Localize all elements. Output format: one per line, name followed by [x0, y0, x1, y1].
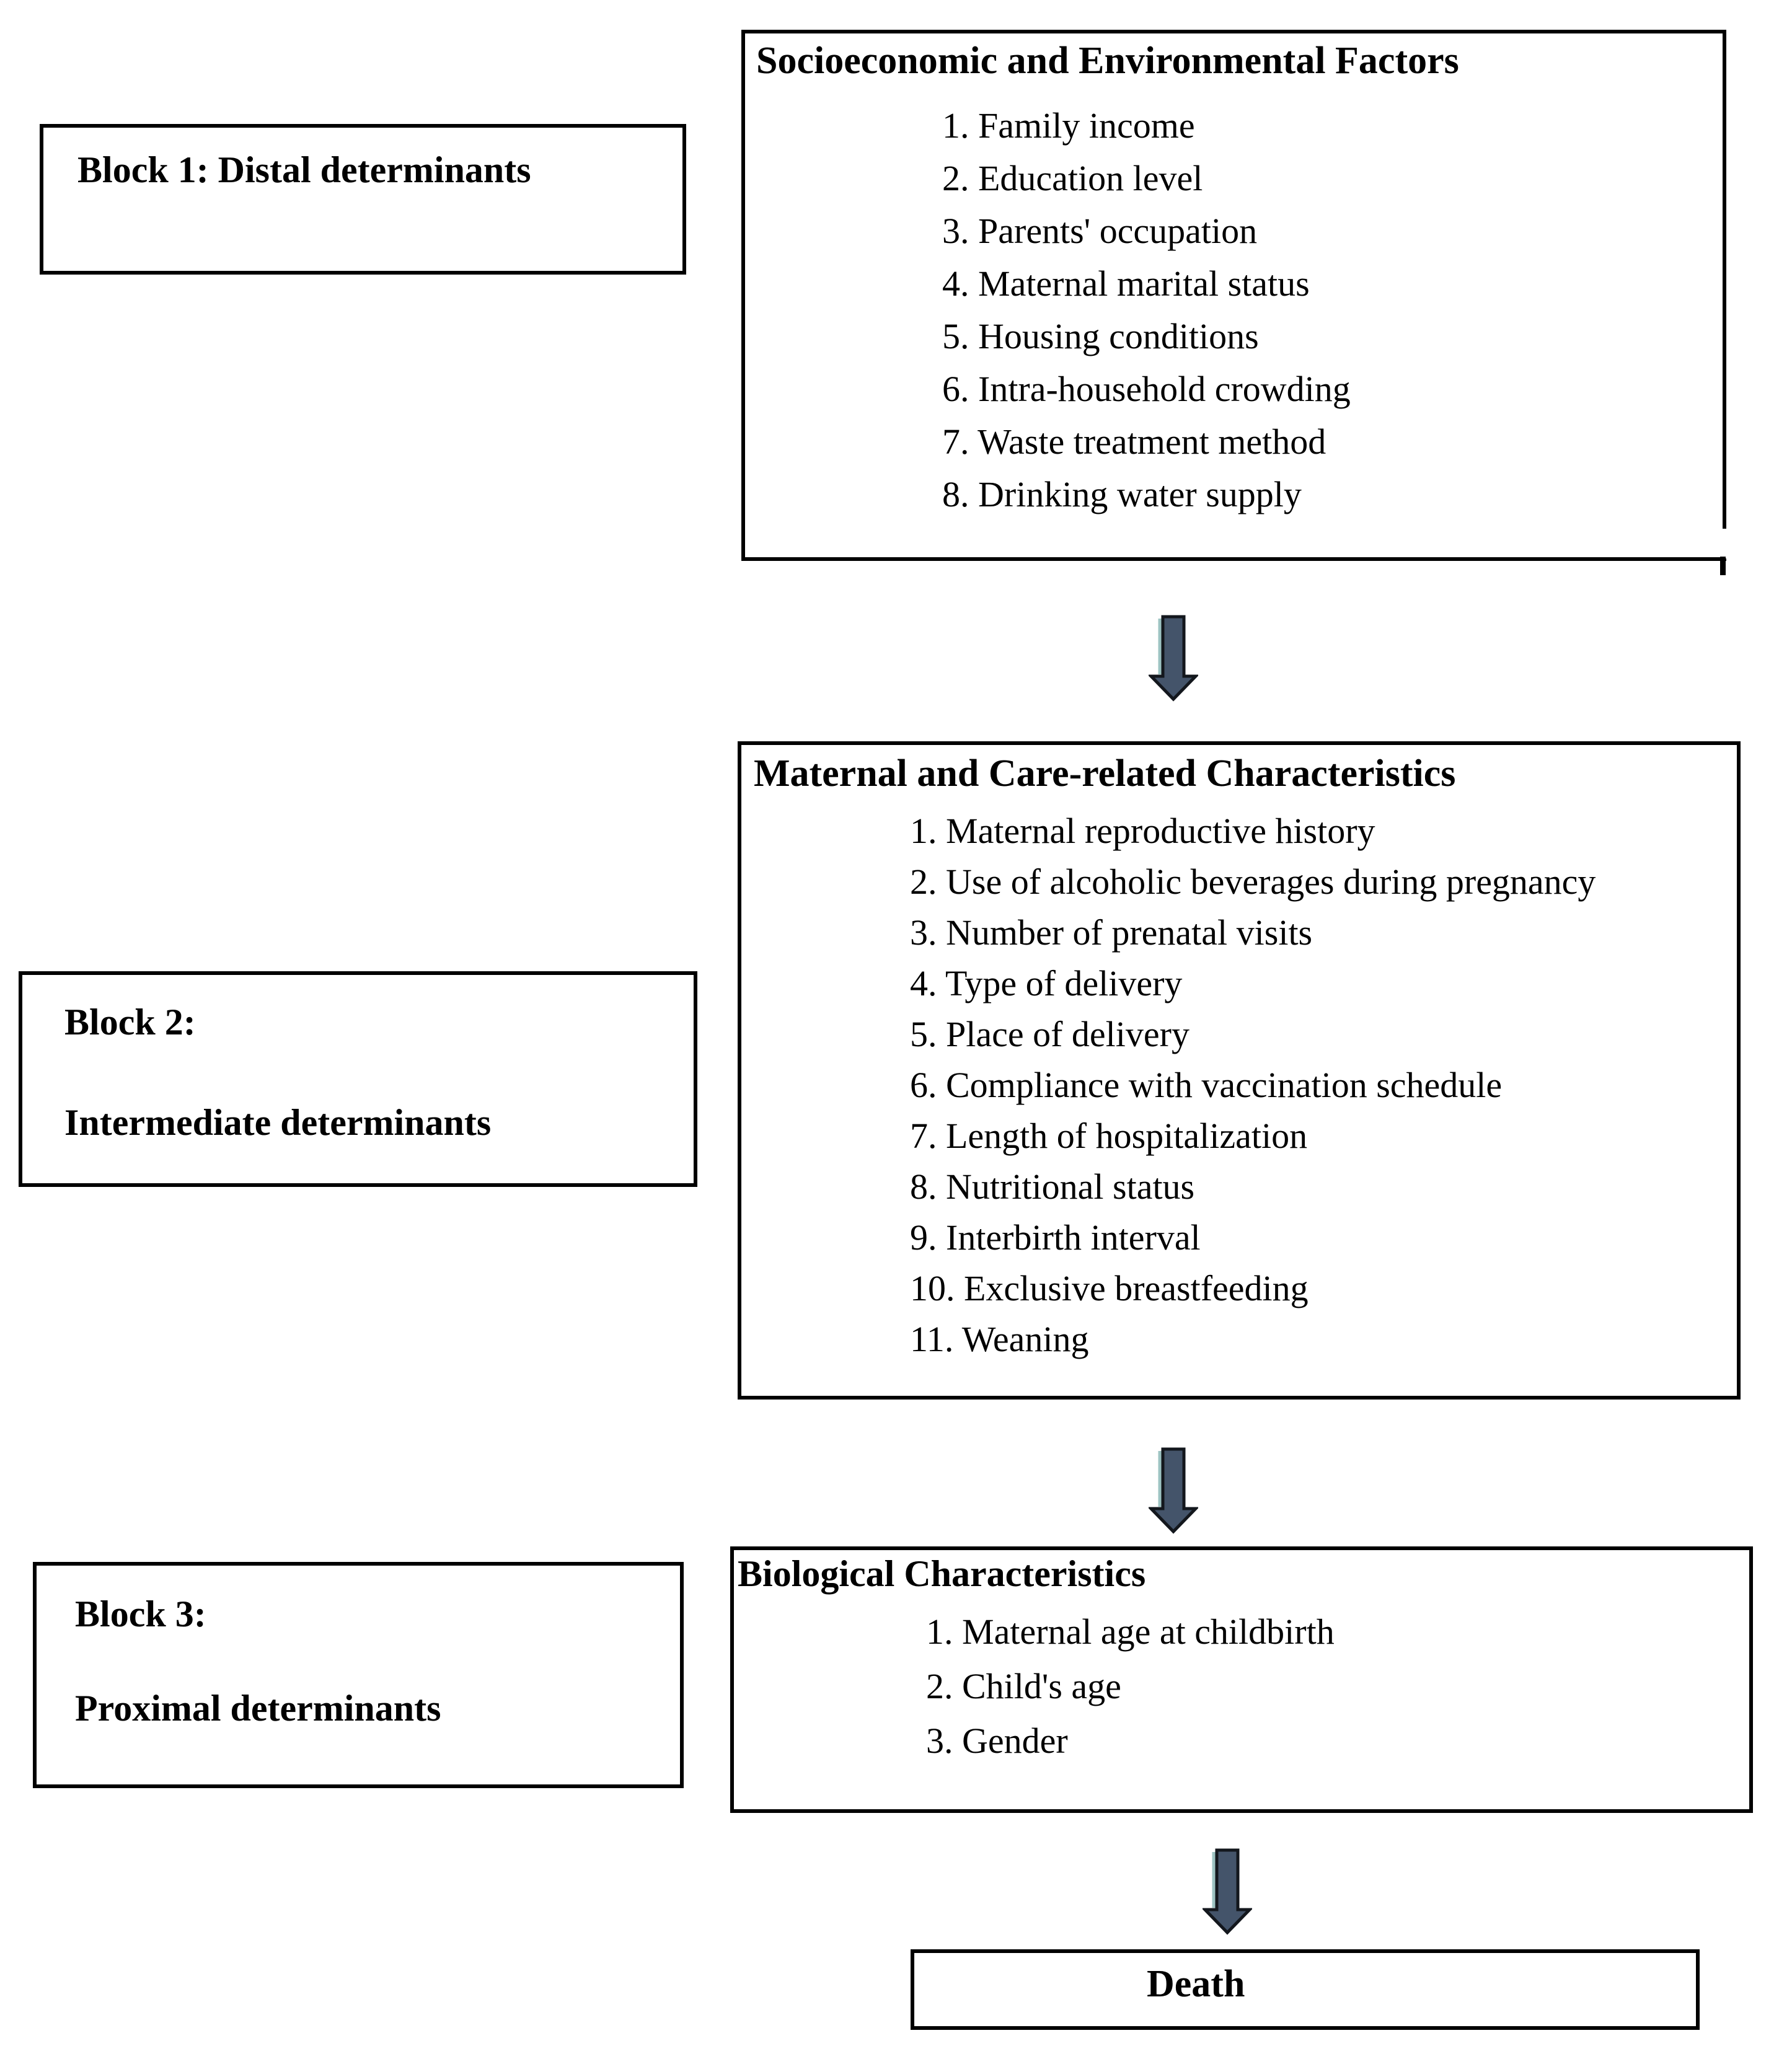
- down-arrow-shape: [1149, 615, 1198, 702]
- block1-distal-determinants-box: Block 1: Distal determinants: [40, 124, 686, 275]
- list-item: 7. Waste treatment method: [942, 421, 1326, 462]
- list-item: 2. Child's age: [926, 1666, 1121, 1706]
- list-item: 5. Place of delivery: [910, 1014, 1190, 1054]
- maternal-item-list: 1. Maternal reproductive history 2. Use …: [910, 806, 1737, 1365]
- block2-label-line2: Intermediate determinants: [64, 1102, 492, 1143]
- list-item: 9. Interbirth interval: [910, 1217, 1201, 1258]
- list-item: 10. Exclusive breastfeeding: [910, 1268, 1309, 1308]
- down-arrow-icon: [1203, 1848, 1252, 1935]
- down-arrow-shape: [1203, 1848, 1252, 1935]
- list-item: 8. Nutritional status: [910, 1166, 1195, 1207]
- list-item: 6. Intra-household crowding: [942, 369, 1351, 409]
- list-item: 2. Use of alcoholic beverages during pre…: [910, 862, 1596, 902]
- block1-label: Block 1: Distal determinants: [77, 149, 531, 190]
- maternal-care-characteristics-box: Maternal and Care-related Characteristic…: [738, 741, 1741, 1400]
- list-item: 1. Maternal reproductive history: [910, 811, 1375, 851]
- block3-proximal-determinants-box: Block 3: Proximal determinants: [33, 1562, 684, 1788]
- socioeconomic-environmental-factors-box: Socioeconomic and Environmental Factors …: [741, 30, 1726, 561]
- down-arrow-shape: [1149, 1447, 1198, 1534]
- list-item: 5. Housing conditions: [942, 316, 1259, 356]
- block3-label-line1: Block 3:: [75, 1594, 206, 1634]
- death-box: Death: [911, 1949, 1700, 2030]
- list-item: 11. Weaning: [910, 1319, 1089, 1359]
- list-item: 3. Gender: [926, 1721, 1068, 1761]
- maternal-box-title: Maternal and Care-related Characteristic…: [754, 752, 1456, 795]
- block2-label-line1: Block 2:: [64, 1002, 196, 1043]
- box-border-gap-artifact: [1721, 529, 1730, 558]
- list-item: 7. Length of hospitalization: [910, 1116, 1308, 1156]
- down-arrow-icon: [1149, 1447, 1198, 1534]
- death-label: Death: [1147, 1963, 1245, 2005]
- biological-characteristics-box: Biological Characteristics 1. Maternal a…: [730, 1546, 1753, 1813]
- list-item: 4. Maternal marital status: [942, 263, 1310, 304]
- list-item: 2. Education level: [942, 158, 1203, 198]
- list-item: 3. Number of prenatal visits: [910, 912, 1313, 953]
- block3-label-line2: Proximal determinants: [75, 1688, 441, 1729]
- block2-intermediate-determinants-box: Block 2: Intermediate determinants: [19, 971, 697, 1187]
- biological-item-list: 1. Maternal age at childbirth 2. Child's…: [926, 1605, 1749, 1768]
- box-border-tick-artifact: [1720, 557, 1726, 575]
- socioeconomic-item-list: 1. Family income 2. Education level 3. P…: [942, 99, 1723, 521]
- down-arrow-icon: [1149, 615, 1198, 702]
- list-item: 6. Compliance with vaccination schedule: [910, 1065, 1503, 1105]
- list-item: 1. Family income: [942, 105, 1195, 146]
- list-item: 3. Parents' occupation: [942, 211, 1258, 251]
- list-item: 1. Maternal age at childbirth: [926, 1611, 1335, 1652]
- biological-box-title: Biological Characteristics: [738, 1553, 1146, 1594]
- list-item: 8. Drinking water supply: [942, 474, 1302, 514]
- list-item: 4. Type of delivery: [910, 963, 1183, 1003]
- socioeconomic-box-title: Socioeconomic and Environmental Factors: [756, 40, 1459, 82]
